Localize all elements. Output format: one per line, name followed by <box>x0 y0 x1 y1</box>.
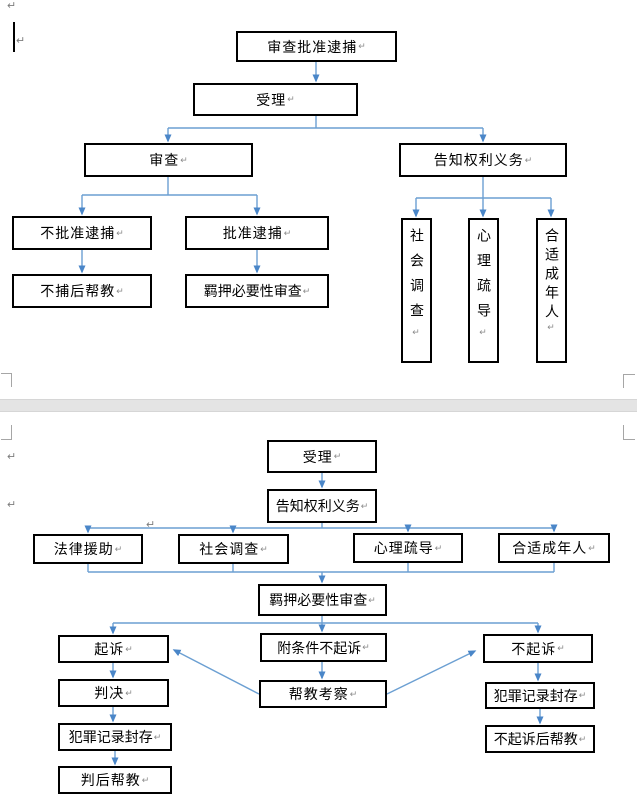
text-cursor <box>13 22 15 52</box>
flow-node-probation-inspection[interactable]: 帮教考察↵ <box>259 680 387 708</box>
paragraph-mark: ↵ <box>283 227 292 238</box>
flow-node-detention-review-1[interactable]: 羁押必要性审查↵ <box>185 274 329 308</box>
node-label: 告知权利义务 <box>275 498 360 514</box>
node-label: 判后帮教 <box>80 772 141 788</box>
page1-bottom-right-crop-mark <box>623 374 635 388</box>
node-label: 羁押必要性审查 <box>269 592 368 608</box>
paragraph-mark: ↵ <box>358 41 366 51</box>
flow-node-appropriate-adult-1[interactable]: 合适成年人↵ <box>536 218 567 363</box>
flow-node-no-prosecution[interactable]: 不起诉↵ <box>483 634 593 663</box>
paragraph-mark: ↵ <box>333 451 342 461</box>
flow-node-social-survey-2[interactable]: 社会调查↵ <box>178 534 289 564</box>
flow-node-inform-rights-2[interactable]: 告知权利义务↵ <box>267 489 377 523</box>
node-label: 社会调查 <box>409 228 425 328</box>
flow-node-detention-review-2[interactable]: 羁押必要性审查↵ <box>258 584 387 616</box>
flow-node-appropriate-adult-2[interactable]: 合适成年人↵ <box>498 533 610 563</box>
node-label: 受理 <box>256 91 287 108</box>
flow-node-accept-2[interactable]: 受理↵ <box>267 440 377 473</box>
flow-node-approve-arrest-review[interactable]: 审查批准逮捕↵ <box>236 31 397 62</box>
paragraph-mark: ↵ <box>116 227 124 238</box>
paragraph-mark: ↵ <box>125 687 133 698</box>
paragraph-mark: ↵ <box>547 323 557 333</box>
paragraph-mark: ↵ <box>368 594 376 605</box>
paragraph-mark: ↵ <box>125 643 133 654</box>
paragraph-mark: ↵ <box>114 543 123 554</box>
node-label: 不起诉 <box>511 640 557 657</box>
page-break-band <box>0 399 637 412</box>
node-label: 法律援助 <box>53 541 114 557</box>
page1-bottom-left-crop-mark <box>1 373 12 387</box>
flow-node-no-approve-arrest[interactable]: 不批准逮捕↵ <box>12 216 152 250</box>
flow-node-review[interactable]: 审查↵ <box>84 143 253 177</box>
page2-top-left-crop-mark <box>1 425 12 440</box>
paragraph-mark: ↵ <box>578 690 587 700</box>
node-label: 告知权利义务 <box>433 152 524 168</box>
flow-node-help-after-no-arrest[interactable]: 不捕后帮教↵ <box>12 274 152 308</box>
node-label: 不起诉后帮教 <box>493 731 578 747</box>
flow-node-judgment[interactable]: 判决↵ <box>58 679 169 707</box>
paragraph-mark: ↵ <box>578 733 587 744</box>
paragraph-mark: ↵ <box>362 642 370 652</box>
paragraph-mark: ↵ <box>7 499 17 511</box>
node-label: 审查 <box>149 152 180 168</box>
paragraph-mark: ↵ <box>7 451 17 463</box>
node-label: 判决 <box>94 685 125 701</box>
paragraph-mark: ↵ <box>180 154 188 165</box>
paragraph-mark: ↵ <box>349 688 358 699</box>
paragraph-mark: ↵ <box>16 35 26 47</box>
node-label: 帮教考察 <box>288 686 349 702</box>
paragraph-mark: ↵ <box>153 731 162 742</box>
paragraph-mark: ↵ <box>434 542 443 553</box>
node-label: 心理疏导 <box>476 228 492 328</box>
connector-arrow <box>386 650 477 695</box>
paragraph-mark: ↵ <box>7 0 17 12</box>
flow-node-approve-arrest[interactable]: 批准逮捕↵ <box>185 216 329 250</box>
node-label: 批准逮捕 <box>222 225 283 241</box>
flow-node-psych-counseling-1[interactable]: 心理疏导↵ <box>468 218 499 363</box>
node-label: 心理疏导 <box>373 540 434 556</box>
node-label: 附条件不起诉 <box>277 639 362 656</box>
node-label: 社会调查 <box>199 541 260 557</box>
flow-node-help-after-no-prosecution[interactable]: 不起诉后帮教↵ <box>485 725 595 753</box>
page2-top-right-crop-mark <box>623 425 635 440</box>
flow-node-record-seal-left[interactable]: 犯罪记录封存↵ <box>58 723 172 751</box>
flow-node-psych-counseling-2[interactable]: 心理疏导↵ <box>353 533 463 563</box>
paragraph-mark: ↵ <box>588 542 596 553</box>
paragraph-mark: ↵ <box>360 500 369 511</box>
paragraph-mark: ↵ <box>524 154 533 165</box>
node-label: 犯罪记录封存 <box>68 729 153 745</box>
node-label: 不捕后帮教 <box>40 283 116 299</box>
paragraph-mark: ↵ <box>116 285 124 296</box>
paragraph-mark: ↵ <box>287 94 295 104</box>
flow-node-help-after-judgment[interactable]: 判后帮教↵ <box>58 766 172 794</box>
paragraph-mark: ↵ <box>141 774 150 785</box>
node-label: 审查批准逮捕 <box>267 38 358 55</box>
paragraph-mark: ↵ <box>146 519 156 531</box>
flow-node-record-seal-right[interactable]: 犯罪记录封存↵ <box>485 682 595 709</box>
flow-node-legal-aid[interactable]: 法律援助↵ <box>33 534 143 564</box>
paragraph-mark: ↵ <box>260 543 268 554</box>
paragraph-mark: ↵ <box>412 328 422 338</box>
node-label: 合适成年人 <box>512 540 588 556</box>
node-label: 合适成年人 <box>544 228 560 323</box>
node-label: 犯罪记录封存 <box>493 687 578 704</box>
paragraph-mark: ↵ <box>557 643 565 653</box>
connector-arrow <box>172 649 260 695</box>
flow-node-social-survey-1[interactable]: 社会调查↵ <box>401 218 432 363</box>
node-label: 羁押必要性审查 <box>203 283 302 299</box>
node-label: 不批准逮捕 <box>40 225 116 241</box>
node-label: 受理 <box>302 448 333 465</box>
flow-node-accept-1[interactable]: 受理↵ <box>193 83 358 116</box>
node-label: 起诉 <box>94 641 125 657</box>
flow-node-inform-rights-1[interactable]: 告知权利义务↵ <box>399 143 567 177</box>
flow-node-prosecute[interactable]: 起诉↵ <box>58 635 169 663</box>
flow-node-conditional-no-prosecution[interactable]: 附条件不起诉↵ <box>260 633 387 662</box>
paragraph-mark: ↵ <box>302 285 311 296</box>
paragraph-mark: ↵ <box>479 328 489 338</box>
